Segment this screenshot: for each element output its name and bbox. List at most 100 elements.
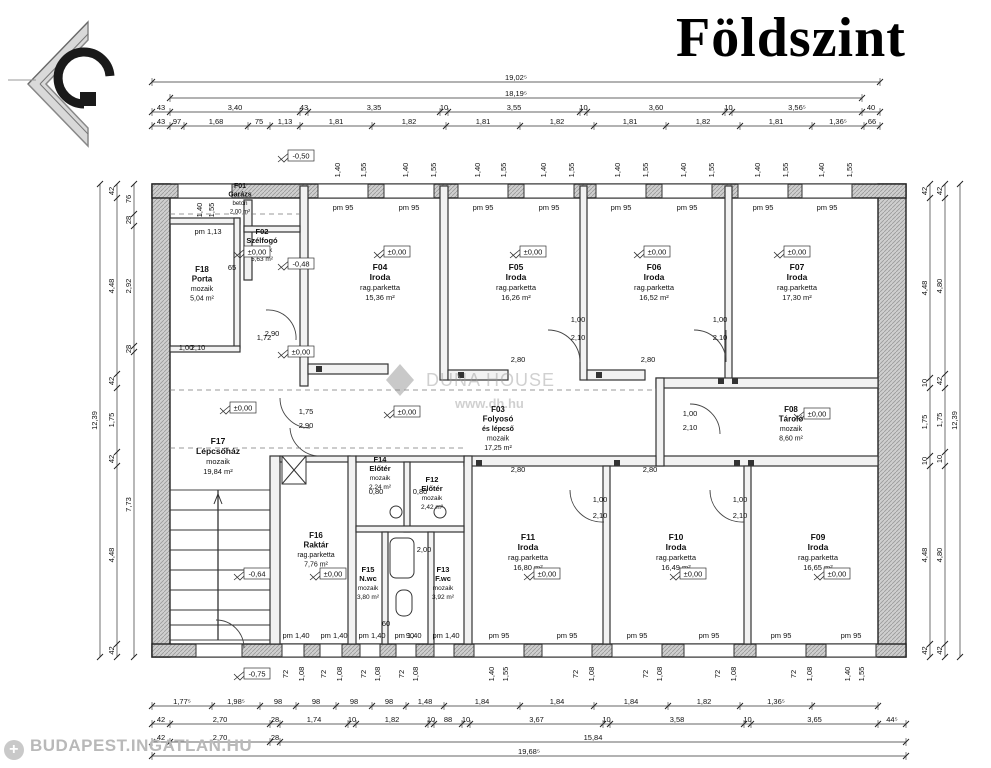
window-label: pm 95 [753, 203, 774, 212]
room-f15-line-2: mozaik [358, 585, 379, 592]
room-f07-line-2: rag.parketta [777, 283, 818, 292]
level-marker: ±0,00 [373, 245, 411, 259]
level-marker: ±0,00 [813, 567, 851, 581]
window-dim: 1,55 [567, 163, 576, 178]
dim-bottom-row2-label: 1,74 [307, 715, 322, 724]
dim-top-row3-label: 10 [579, 103, 587, 112]
room-f09-line-2: rag.parketta [798, 553, 839, 562]
dim-top-row3-label: 3,56⁵ [788, 103, 806, 112]
window-label: pm 95 [399, 203, 420, 212]
level-marker: ±0,00 [277, 345, 315, 359]
door-label: 1,00 [713, 315, 728, 324]
level-value: ±0,00 [788, 248, 807, 257]
door-label: 2,90 [265, 329, 280, 338]
sill-dim: 72 [359, 670, 368, 678]
window-dim: 1,40 [539, 163, 548, 178]
door-label: 1,75 [299, 407, 314, 416]
dim-bottom-row1-label: 98 [350, 697, 358, 706]
room-f04-line-1: Iroda [370, 272, 391, 282]
door-label: 2,10 [571, 333, 586, 342]
room-f05-line-3: 16,26 m² [501, 293, 531, 302]
sill-dim: 72 [281, 670, 290, 678]
level-value: -0,75 [248, 670, 265, 679]
dim-top-row4-label: 43 [157, 117, 165, 126]
room-f15-line-1: N.wc [359, 574, 377, 583]
sill-dim: 1,08 [655, 667, 664, 682]
room-f09-line-0: F09 [811, 532, 826, 542]
room-f12-line-3: 2,42 m² [421, 504, 444, 511]
window-dim: 1,40 [679, 163, 688, 178]
room-f07-line-3: 17,30 m² [782, 293, 812, 302]
dim-top-row4-label: 97 [173, 117, 181, 126]
window-dim: 1,55 [781, 163, 790, 178]
dim-right-parts-label: 1,75 [935, 413, 944, 428]
door-swings [215, 309, 745, 649]
dim-bottom-row1-label: 1,84 [550, 697, 565, 706]
room-f18-line-3: 5,04 m² [190, 296, 214, 303]
sill-dim: 1,08 [297, 667, 306, 682]
dim-bottom-row1-label: 1,84 [624, 697, 639, 706]
room-f01-line-2: beton [232, 201, 247, 207]
dim-bottom-row1-label: 98 [385, 697, 393, 706]
door-label: 2,90 [299, 421, 314, 430]
sill-dim: 1,08 [335, 667, 344, 682]
window-dim: 1,55 [499, 163, 508, 178]
dim-bottom-row2-label: 10 [348, 715, 356, 724]
room-f13-line-2: mozaik [433, 585, 454, 592]
sill-dim: 1,40 [487, 667, 496, 682]
watermark-logo-text: DUNA HOUSE [426, 370, 555, 390]
dim-top-row3-label: 3,35 [367, 103, 382, 112]
dim-top-row3-label: 10 [724, 103, 732, 112]
door-label: 1,00 [571, 315, 586, 324]
room-f07-line-1: Iroda [787, 272, 808, 282]
window-label: pm 1,13 [194, 227, 221, 236]
room-f10-line-0: F10 [669, 532, 684, 542]
door-label: 2,10 [191, 343, 206, 352]
sill-dim: 1,55 [857, 667, 866, 682]
sill-dim: 72 [571, 670, 580, 678]
room-f05-line-1: Iroda [506, 272, 527, 282]
level-marker: ±0,00 [309, 567, 347, 581]
window-dim: 1,40 [473, 163, 482, 178]
window-dim: 1,55 [359, 163, 368, 178]
room-f01-line-3: 2,00 m² [230, 210, 250, 216]
sill-dim: 72 [319, 670, 328, 678]
level-value: ±0,00 [538, 570, 557, 579]
room-f13-line-0: F13 [437, 565, 450, 574]
dim-right-parts-label: 42 [935, 377, 944, 385]
room-f11-line-3: 16,80 m² [513, 563, 543, 572]
window-label: pm 95 [557, 631, 578, 640]
dim-bottom-row2-label: 44⁵ [886, 715, 897, 724]
dim-bottom-row2-label: 10 [427, 715, 435, 724]
room-f08-line-3: 8,60 m² [779, 436, 803, 443]
level-marker: ±0,00 [773, 245, 811, 259]
level-marker: ±0,00 [633, 245, 671, 259]
dim-left-total-label: 12,39 [90, 411, 99, 430]
dim-right-parts-label: 42 [935, 646, 944, 654]
dim-top-row3-label: 10 [440, 103, 448, 112]
dim-bottom-row2-label: 3,67 [529, 715, 544, 724]
level-value: ±0,00 [524, 248, 543, 257]
window-label: pm 95 [539, 203, 560, 212]
level-value: ±0,00 [398, 408, 417, 417]
level-value: ±0,00 [648, 248, 667, 257]
window-label: pm 95 [489, 631, 510, 640]
window-label: pm 95 [611, 203, 632, 212]
dim-top-row4-label: 75 [255, 117, 263, 126]
window-label: pm 95 [333, 203, 354, 212]
door-label: 1,00 [683, 409, 698, 418]
dim-left-parts-label: 1,75 [107, 413, 116, 428]
door-label: 1,00 [593, 495, 608, 504]
sill-dim: 1,08 [729, 667, 738, 682]
